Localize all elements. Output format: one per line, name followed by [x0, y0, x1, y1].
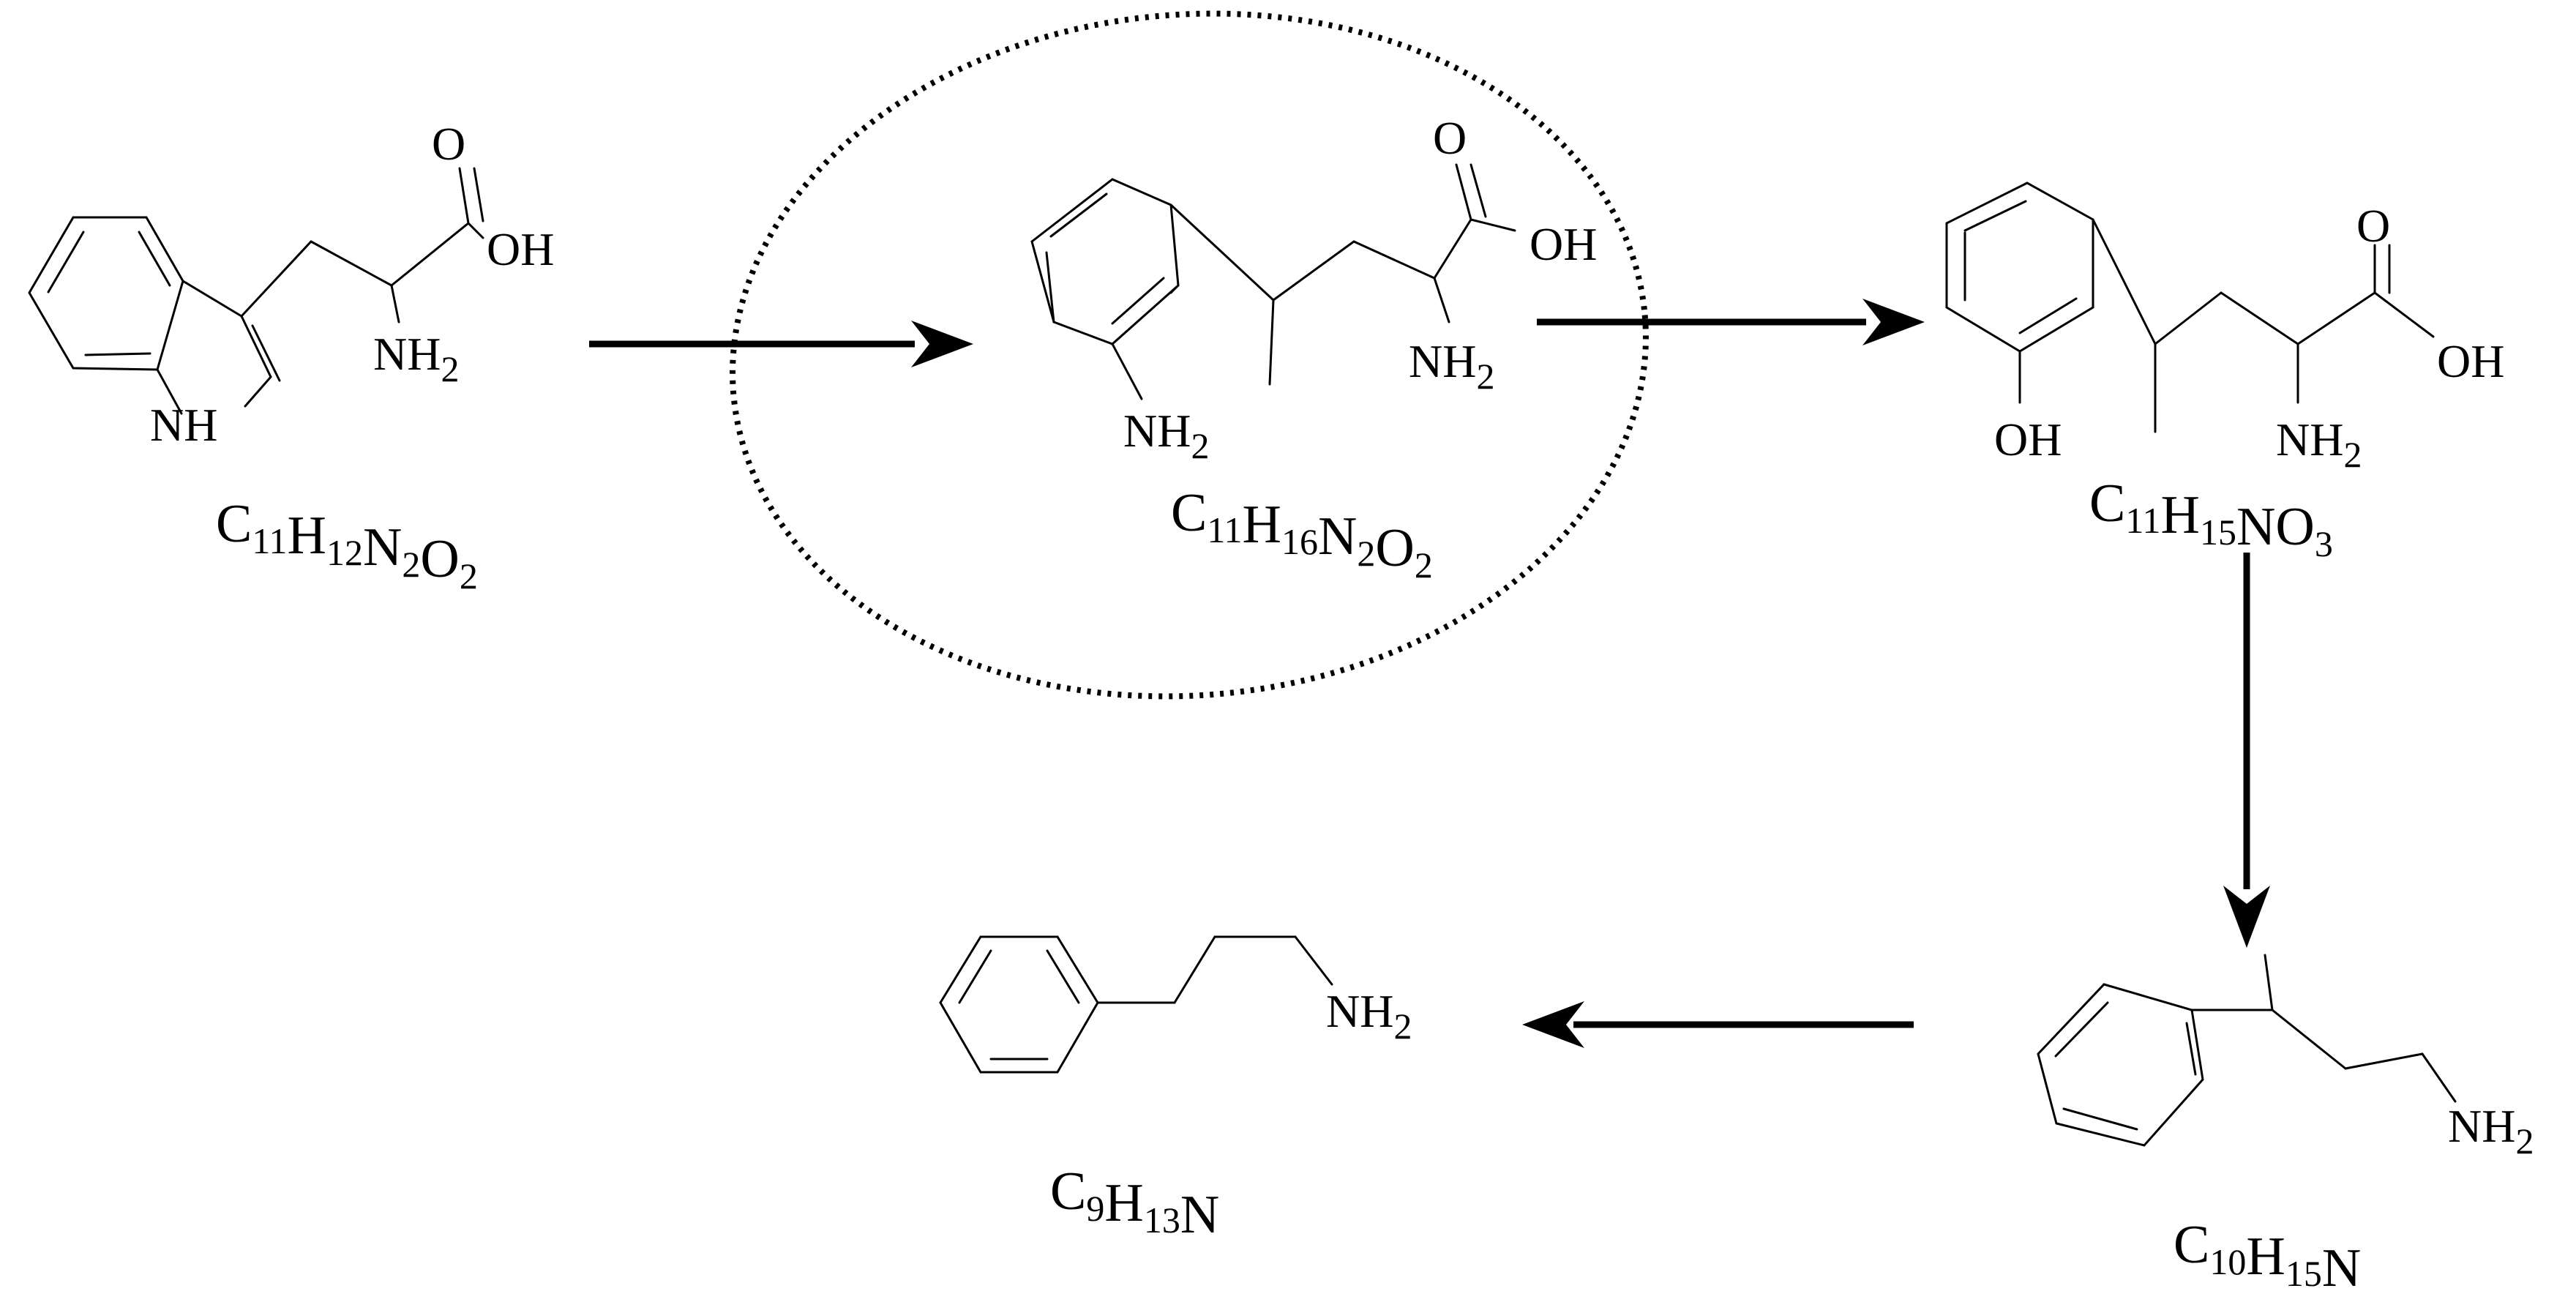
highlight-circle: [730, 10, 1649, 700]
formula-subscript: 11: [1207, 509, 1242, 550]
formula-subscript: 3: [2315, 523, 2333, 564]
amine-label: NH2: [373, 328, 459, 389]
formula-subscript: 15: [2200, 512, 2236, 553]
aryl-amine-label-text: NH2: [1123, 405, 1209, 466]
formula-subscript: 2: [402, 544, 420, 585]
amine-label: NH2: [2448, 1100, 2534, 1161]
formula-element: N: [2322, 1238, 2361, 1298]
bond-lines: [1030, 163, 1516, 400]
formula-subscript: 12: [326, 532, 363, 573]
formula-element: C: [1171, 483, 1207, 543]
hydroxyl-label: OH: [1530, 218, 1597, 270]
formula-element: C: [216, 494, 252, 554]
formula-subscript: 9: [1086, 1188, 1104, 1229]
reaction-arrow-4: [1522, 1001, 1914, 1048]
ring-nh-label: NH: [150, 399, 217, 451]
formula-subscript: 13: [1144, 1200, 1180, 1241]
formula-element: H: [2246, 1227, 2285, 1287]
formula-element: O: [420, 529, 459, 589]
formula-label: C11H15NO3: [2089, 474, 2333, 564]
formula-element: H: [1104, 1173, 1143, 1233]
formula-subscript: 2: [1357, 533, 1375, 574]
molecule-phenylpropylamine: NH2 C9H13N: [939, 935, 1412, 1245]
amine-label-text: NH2: [2276, 414, 2362, 475]
aryl-amine-label: NH2: [1123, 405, 1209, 466]
formula-subscript: 16: [1281, 521, 1318, 562]
amine-label-text: NH2: [373, 328, 459, 389]
formula-element: C: [2089, 474, 2125, 534]
bond-lines: [1945, 182, 2435, 433]
formula-label: C9H13N: [1050, 1161, 1219, 1245]
formula-subscript: 10: [2209, 1241, 2246, 1282]
formula-element: N: [1180, 1185, 1219, 1245]
molecule-tryptophan: O OH NH2 NH C11H12N2O2: [28, 118, 554, 596]
bond-lines: [28, 167, 484, 415]
bond-lines: [939, 935, 1333, 1074]
carbonyl-oxygen-label: O: [1433, 112, 1467, 164]
bond-lines: [2037, 954, 2457, 1147]
reaction-arrow-2: [1537, 299, 1925, 345]
amine-label-text: NH2: [1326, 985, 1412, 1047]
formula-element: N: [1318, 506, 1357, 566]
formula-element: H: [288, 506, 326, 566]
carbonyl-oxygen-label: O: [432, 118, 465, 170]
formula-subscript: 11: [2125, 500, 2160, 541]
formula-element: C: [2174, 1215, 2209, 1275]
formula-element: N: [363, 517, 402, 577]
formula-element: C: [1050, 1161, 1086, 1221]
amine-label-text: NH2: [1409, 335, 1494, 397]
amine-label-text: NH2: [2448, 1100, 2534, 1161]
molecule-intermediate-hydroxyphenyl: O OH NH2 OH C11H15NO3: [1945, 182, 2504, 564]
formula-subscript: 15: [2285, 1253, 2322, 1294]
molecule-intermediate-aminophenyl: O OH NH2 NH2 C11H16N2O2: [730, 10, 1649, 700]
molecule-phenylbutylamine: NH2 C10H15N: [2037, 954, 2534, 1298]
carbonyl-oxygen-label: O: [2356, 200, 2390, 252]
formula-label: C10H15N: [2174, 1215, 2361, 1298]
formula-element: N: [2236, 497, 2275, 557]
hydroxyl-label: OH: [487, 223, 554, 275]
formula-subscript: 11: [252, 520, 287, 561]
amine-label: NH2: [2276, 414, 2362, 475]
reaction-arrow-3: [2223, 553, 2270, 948]
phenol-label: OH: [1994, 414, 2062, 465]
hydroxyl-label: OH: [2437, 335, 2504, 387]
formula-subscript: 2: [460, 555, 478, 596]
formula-element: H: [2161, 485, 2200, 545]
amine-label: NH2: [1409, 335, 1494, 397]
formula-element: H: [1243, 495, 1281, 555]
formula-label: C11H12N2O2: [216, 494, 478, 596]
amine-label: NH2: [1326, 985, 1412, 1047]
formula-element: O: [2275, 497, 2314, 557]
formula-label: C11H16N2O2: [1171, 483, 1433, 585]
reaction-arrow-1: [589, 321, 973, 367]
formula-element: O: [1375, 518, 1414, 578]
formula-subscript: 2: [1415, 545, 1433, 585]
